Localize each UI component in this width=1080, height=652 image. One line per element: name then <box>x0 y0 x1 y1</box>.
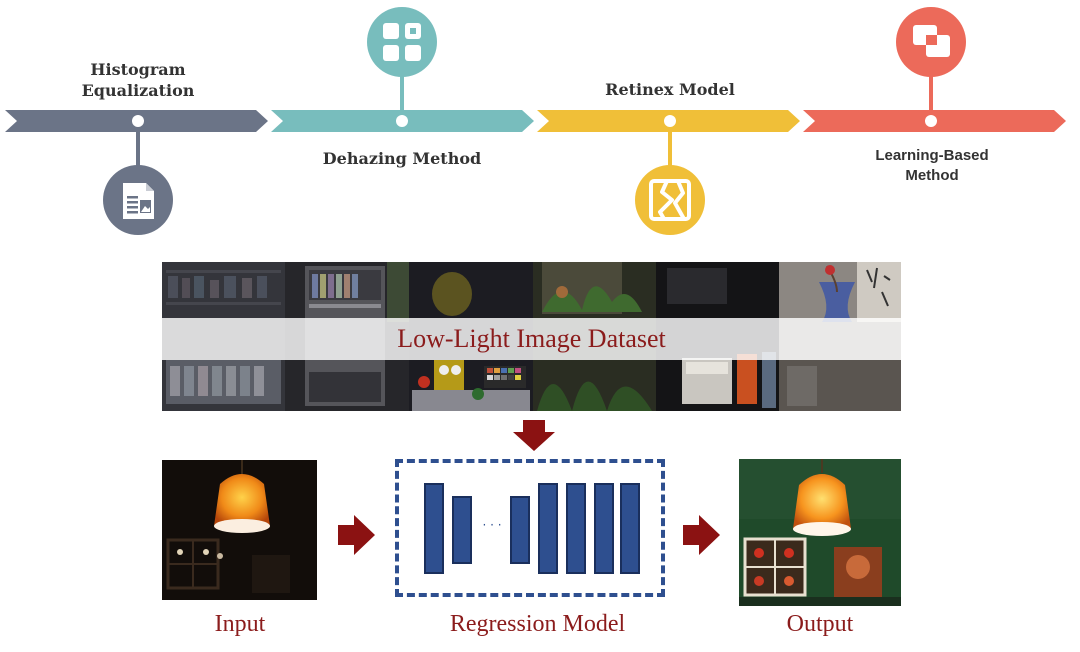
model-layer <box>510 496 530 564</box>
right-arrow-icon <box>683 515 720 555</box>
dataset-title: Low-Light Image Dataset <box>162 318 901 360</box>
timeline-node-learning <box>925 115 937 127</box>
model-layer <box>594 483 614 574</box>
input-image <box>162 460 317 600</box>
model-label: Regression Model <box>449 611 626 637</box>
output-label: Output <box>786 611 854 637</box>
down-arrow-icon <box>513 420 555 451</box>
model-layer <box>424 483 444 574</box>
model-layer <box>620 483 640 574</box>
input-label: Input <box>214 611 266 637</box>
timeline-node-retinex <box>664 115 676 127</box>
regression-model <box>395 459 665 597</box>
model-layer <box>538 483 558 574</box>
timeline-label-histogram: Histogram Equalization <box>81 60 195 100</box>
overlapping-squares-icon <box>896 7 966 77</box>
output-image <box>739 459 901 606</box>
timeline-label-dehazing: Dehazing Method <box>322 149 482 168</box>
model-ellipsis: · · · <box>482 518 502 532</box>
model-layer <box>566 483 586 574</box>
timeline-label-retinex: Retinex Model <box>605 80 735 99</box>
timeline-label-learning: Learning-Based Method <box>875 147 989 184</box>
timeline-node-histogram <box>132 115 144 127</box>
model-layer <box>452 496 472 564</box>
grid-squares-icon <box>367 7 437 77</box>
right-arrow-icon <box>338 515 375 555</box>
regression-model-layers <box>424 483 640 574</box>
timeline <box>5 7 1066 235</box>
document-image-icon <box>103 165 173 235</box>
cracked-image-icon <box>635 165 705 235</box>
timeline-node-dehazing <box>396 115 408 127</box>
